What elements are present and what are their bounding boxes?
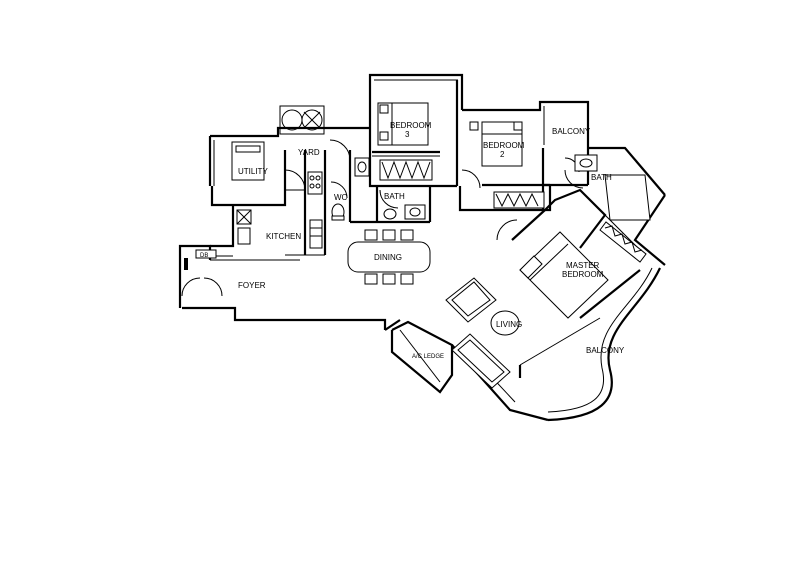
label-bedroom3-number: 3	[405, 130, 410, 139]
label-dining: DINING	[374, 253, 402, 262]
label-bedroom3: BEDROOM	[390, 121, 432, 130]
room-labels: BEDROOM 3 BEDROOM 2 BALCONY BATH YARD UT…	[200, 121, 625, 360]
label-bedroom2-number: 2	[500, 150, 505, 159]
label-balcony-small: BALCONY	[552, 127, 591, 136]
label-utility: UTILITY	[238, 167, 268, 176]
label-aircon-ledge: A/C LEDGE	[412, 354, 444, 360]
label-bedroom2: BEDROOM	[483, 141, 525, 150]
label-foyer: FOYER	[238, 281, 266, 290]
label-balcony-large: BALCONY	[586, 346, 625, 355]
label-master-bedroom: BEDROOM	[562, 270, 604, 279]
label-living: LIVING	[496, 320, 522, 329]
label-kitchen: KITCHEN	[266, 232, 301, 241]
wardrobes	[379, 159, 647, 263]
label-bath: BATH	[384, 192, 405, 201]
label-wc: WC	[334, 193, 348, 202]
door-swings	[181, 139, 584, 297]
label-bath-master: BATH	[591, 173, 612, 182]
furniture	[184, 102, 651, 389]
label-db: DB	[200, 253, 208, 259]
label-master: MASTER	[566, 261, 600, 270]
label-yard: YARD	[298, 148, 320, 157]
